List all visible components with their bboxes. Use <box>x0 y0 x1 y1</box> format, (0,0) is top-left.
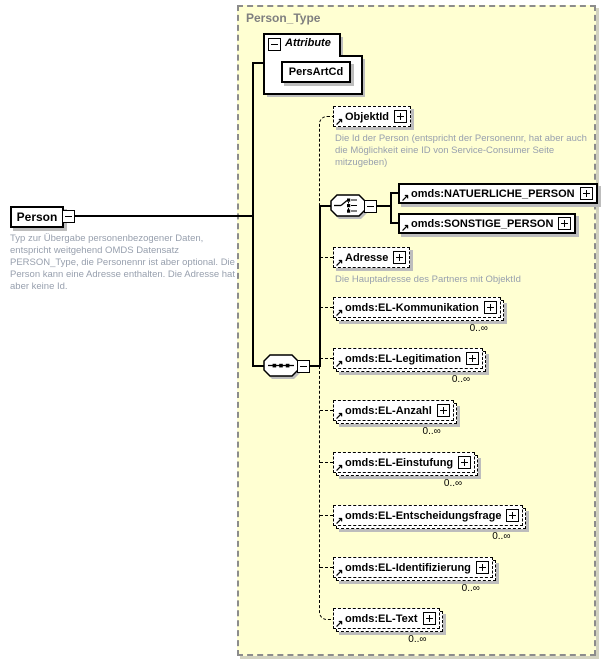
occurrence-label: 0..∞ <box>443 478 463 489</box>
collapse-toggle-icon[interactable] <box>62 210 75 223</box>
occurrence-label: 0..∞ <box>451 374 471 385</box>
element-adresse[interactable]: ↗ Adresse <box>333 247 411 269</box>
connector-line <box>320 358 333 359</box>
occurrence-label: 0..∞ <box>469 323 488 334</box>
connector-line <box>252 62 254 367</box>
connector-line <box>252 365 264 367</box>
element-person[interactable]: Person <box>10 206 64 228</box>
element-el-entscheidungsfrage[interactable]: ↗ omds:EL-Entscheidungsfrage 0..∞ <box>333 505 527 542</box>
connector-line <box>390 192 392 224</box>
attribute-section-label: Attribute <box>285 37 331 49</box>
element-label: omds:EL-Kommunikation <box>345 301 479 314</box>
reference-arrow-icon: ↗ <box>335 411 344 422</box>
reference-arrow-icon: ↗ <box>335 359 344 370</box>
annotation-person: Typ zur Übergabe personenbezogener Daten… <box>10 233 235 292</box>
reference-arrow-icon: ↗ <box>335 258 344 269</box>
connector-line <box>319 567 334 620</box>
connector-line <box>319 205 331 207</box>
element-label: omds:EL-Identifizierung <box>345 561 471 574</box>
expand-toggle-icon[interactable] <box>506 509 520 522</box>
person-type-container <box>237 5 596 656</box>
element-label: omds:EL-Legitimation <box>345 352 462 365</box>
expand-toggle-icon[interactable] <box>422 612 436 625</box>
expand-toggle-icon[interactable] <box>483 301 497 314</box>
connector-line <box>320 410 333 411</box>
reference-arrow-icon: ↗ <box>335 568 344 579</box>
expand-toggle-icon[interactable] <box>458 456 472 469</box>
element-label: omds:EL-Text <box>345 612 418 625</box>
reference-arrow-icon: ↗ <box>401 193 410 204</box>
expand-toggle-icon[interactable] <box>558 217 572 230</box>
expand-toggle-icon[interactable] <box>436 404 450 417</box>
occurrence-label: 0..∞ <box>461 583 480 594</box>
reference-arrow-icon: ↗ <box>335 516 344 527</box>
connector-line <box>310 365 320 367</box>
connector-line <box>75 215 253 217</box>
reference-arrow-icon: ↗ <box>335 619 344 630</box>
connector-line <box>252 62 263 64</box>
reference-arrow-icon: ↗ <box>335 117 344 128</box>
element-label: omds:EL-Entscheidungsfrage <box>345 509 502 522</box>
element-objektid[interactable]: ↗ ObjektId <box>333 106 412 128</box>
connector-line <box>320 515 333 516</box>
element-label: Adresse <box>345 251 389 264</box>
connector-line <box>319 205 321 367</box>
reference-arrow-icon: ↗ <box>335 308 344 319</box>
connector-line <box>320 257 333 258</box>
reference-arrow-icon: ↗ <box>401 223 410 234</box>
annotation-adresse: Die Hauptadresse des Partners mit Objekt… <box>335 274 521 285</box>
expand-toggle-icon[interactable] <box>466 352 480 365</box>
connector-line <box>377 205 391 207</box>
expand-toggle-icon[interactable] <box>475 561 489 574</box>
expand-toggle-icon[interactable] <box>394 110 408 123</box>
element-natuerliche-person[interactable]: ↗ omds:NATUERLICHE_PERSON <box>398 183 598 204</box>
connector-line <box>319 366 320 567</box>
person-type-title: Person_Type <box>246 11 321 25</box>
element-sonstige-person[interactable]: ↗ omds:SONSTIGE_PERSON <box>398 213 577 234</box>
element-el-text[interactable]: ↗ omds:EL-Text 0..∞ <box>333 608 443 645</box>
connector-line <box>390 192 399 194</box>
connector-line <box>320 462 333 463</box>
connector-line <box>319 116 334 207</box>
reference-arrow-icon: ↗ <box>335 463 344 474</box>
occurrence-label: 0..∞ <box>408 634 427 645</box>
collapse-toggle-icon[interactable] <box>297 360 310 373</box>
annotation-objektid: Die Id der Person (entspricht der Person… <box>335 133 587 168</box>
element-label: omds:EL-Einstufung <box>345 456 454 469</box>
attribute-persartcd[interactable]: PersArtCd <box>281 61 351 83</box>
collapse-toggle-icon[interactable] <box>268 38 281 51</box>
choice-icon[interactable] <box>330 194 370 222</box>
element-label: omds:EL-Anzahl <box>345 404 432 417</box>
element-el-anzahl[interactable]: ↗ omds:EL-Anzahl 0..∞ <box>333 400 457 437</box>
collapse-toggle-icon[interactable] <box>364 200 377 213</box>
element-el-legitimation[interactable]: ↗ omds:EL-Legitimation 0..∞ <box>333 348 487 385</box>
expand-toggle-icon[interactable] <box>393 251 407 264</box>
element-el-identifizierung[interactable]: ↗ omds:EL-Identifizierung 0..∞ <box>333 557 496 594</box>
element-el-einstufung[interactable]: ↗ omds:EL-Einstufung 0..∞ <box>333 452 479 489</box>
connector-line <box>390 222 399 224</box>
element-label: omds:NATUERLICHE_PERSON <box>411 187 575 200</box>
element-el-kommunikation[interactable]: ↗ omds:EL-Kommunikation 0..∞ <box>333 297 504 334</box>
connector-line <box>320 567 333 568</box>
occurrence-label: 0..∞ <box>422 426 441 437</box>
occurrence-label: 0..∞ <box>492 531 511 542</box>
expand-toggle-icon[interactable] <box>579 187 593 200</box>
element-label: ObjektId <box>345 110 390 123</box>
connector-line <box>320 307 333 308</box>
sequence-icon[interactable] <box>263 354 303 382</box>
element-label: omds:SONSTIGE_PERSON <box>411 217 554 230</box>
